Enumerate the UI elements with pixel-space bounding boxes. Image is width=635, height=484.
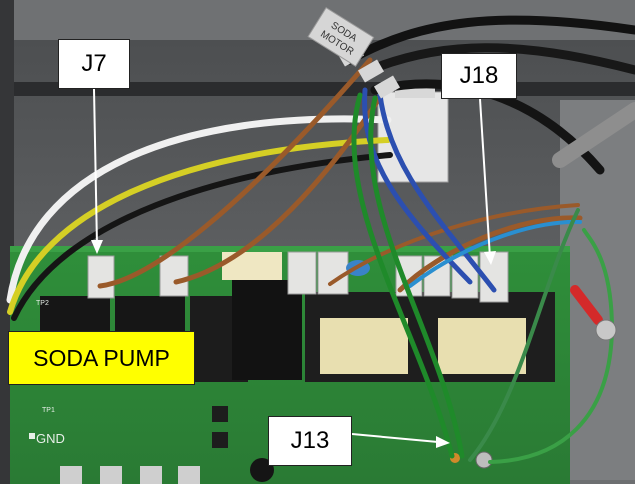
wire-white: [6, 115, 392, 304]
wire-black-bundle-2: [360, 43, 635, 77]
soda-motor-tag-body: [307, 7, 375, 67]
connector-2: [159, 255, 189, 297]
wire-blue-2: [377, 92, 497, 293]
ring-terminal-red: [570, 285, 603, 325]
wire-grey-cable: [552, 102, 635, 168]
pcb-pad-3: [140, 466, 162, 484]
pcb-pad-1: [60, 466, 82, 484]
ferrule-3: [373, 75, 401, 99]
arrow-j13: [351, 433, 450, 448]
pcb-tp1-label: TP1: [42, 407, 55, 414]
relay-4: [232, 280, 302, 380]
relay-label-1: [320, 318, 408, 374]
wire-green-1: [351, 92, 455, 459]
j13-terminal: [475, 451, 493, 469]
wire-yellow: [7, 137, 391, 315]
connector-3: [287, 251, 317, 295]
pcb-pad-2: [100, 466, 122, 484]
arrow-j7: [91, 88, 103, 254]
callout-j18: J18: [441, 53, 517, 99]
pcb-tp2-label: TP2: [36, 300, 49, 307]
wire-brown-3: [397, 215, 583, 293]
wire-green-3: [468, 208, 580, 462]
soda-motor-tag: SODA MOTOR: [307, 7, 375, 67]
wire-blue-3: [408, 219, 582, 288]
gnd-marker: [29, 433, 35, 439]
callout-soda-pump: SODA PUMP: [8, 331, 195, 385]
jumper-2: [212, 432, 228, 448]
connector-j7: [87, 255, 115, 299]
pcb-top-edge: [10, 246, 570, 252]
callout-j7: J7: [58, 39, 130, 89]
ferrule-2: [357, 59, 385, 83]
wire-brown-j7: [97, 57, 373, 289]
callout-j13: J13: [268, 416, 352, 466]
wire-brown-4: [328, 203, 580, 286]
arrow-j18: [479, 98, 496, 265]
wire-blue-1: [362, 87, 473, 285]
wire-black-left: [11, 152, 393, 321]
relay-label-2: [438, 318, 526, 374]
jumper-1: [212, 406, 228, 422]
wire-green-2: [368, 95, 465, 459]
pcb-pad-4: [178, 466, 200, 484]
wire-black-bundle-1: [345, 15, 635, 65]
ring-terminal: [595, 319, 617, 341]
wire-green-ground: [488, 228, 615, 464]
pcb-gnd-label: GND: [36, 431, 65, 446]
